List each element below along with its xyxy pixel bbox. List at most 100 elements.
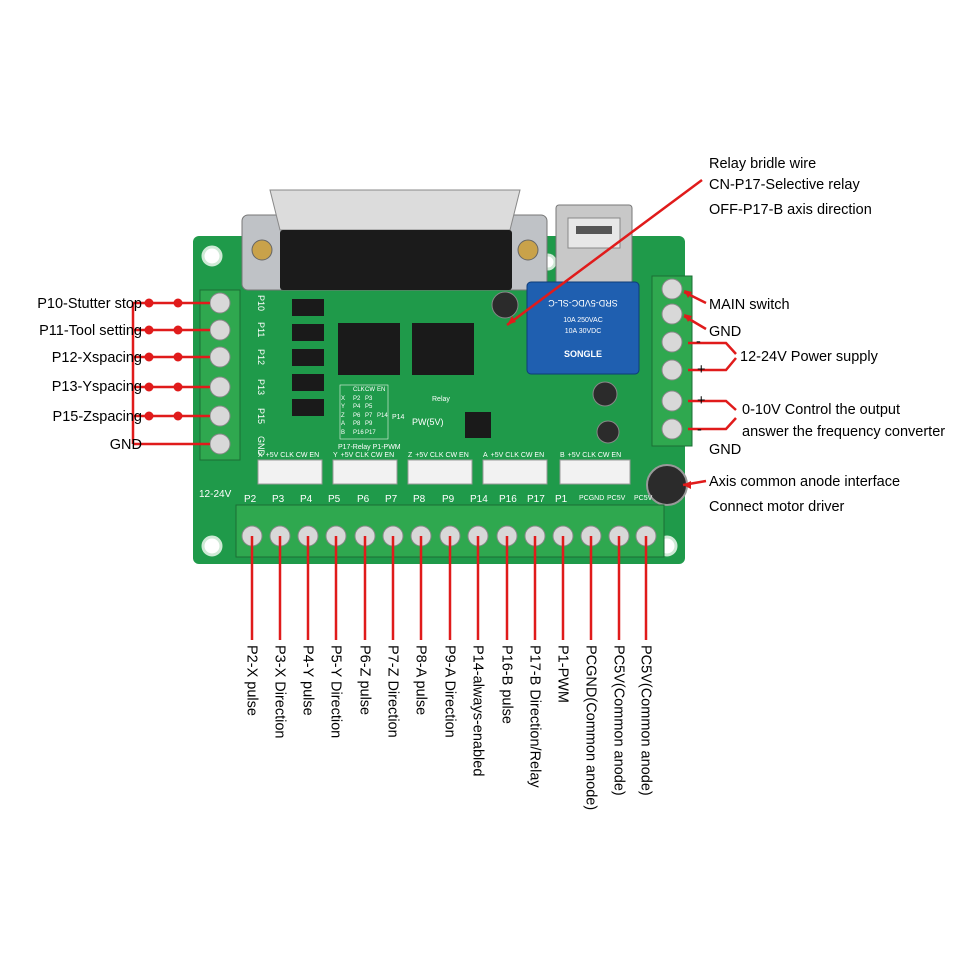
silk-table-cell: P2 xyxy=(353,395,361,402)
label-plus-2: + xyxy=(697,393,706,409)
jst-headers xyxy=(257,459,631,485)
wire-dot xyxy=(144,382,154,392)
silk-table-cell: P5 xyxy=(365,404,373,410)
label-minus-2: - xyxy=(697,422,702,438)
bottom-label-2: P4-Y pulse xyxy=(299,645,316,716)
silk-header-sub: +5V CLK CW EN xyxy=(490,452,545,459)
wire-dot xyxy=(173,325,183,335)
silk-header-axis: Y xyxy=(333,452,338,459)
silk-bottom-pin: P8 xyxy=(413,494,426,505)
silk-table-cell: P9 xyxy=(365,421,373,427)
silk-table-cell: CW xyxy=(365,387,375,393)
label-power-supply: 12-24V Power supply xyxy=(740,349,878,365)
silk-bottom-pin: P6 xyxy=(357,494,370,505)
silk-bottom-pin: P7 xyxy=(385,494,398,505)
silk-table-cell: A xyxy=(341,421,346,427)
silk-table-cell: P8 xyxy=(353,421,361,427)
relay: SRD-5VDC-SL-C 10A 250VAC 10A 30VDC SONGL… xyxy=(526,281,640,375)
bottom-label-10: P17-B Direction/Relay xyxy=(526,645,543,788)
silk-bottom-pin: P14 xyxy=(470,494,488,505)
silk-header-sub: +5V CLK CW EN xyxy=(415,452,469,459)
bottom-label-7: P9-A Direction xyxy=(441,645,458,738)
silk-relay: Relay xyxy=(432,396,450,403)
bottom-label-11: P1-PWM xyxy=(554,645,571,703)
label-axis-1: Axis common anode interface xyxy=(709,474,901,490)
left-dots xyxy=(144,298,183,421)
silk-table-cell: X xyxy=(341,395,346,402)
silk-header-axis: A xyxy=(483,452,488,459)
silk-table-cell: P6 xyxy=(353,412,361,419)
wire-dot xyxy=(173,298,183,308)
silk-header-sub: +5V CLK CW EN xyxy=(567,452,622,459)
label-p11: P11-Tool setting xyxy=(39,323,142,339)
silk-table-cell: CLK xyxy=(353,387,365,393)
silk-header-axis: X xyxy=(258,452,263,459)
label-p12: P12-Xspacing xyxy=(51,350,142,366)
silk-left-pin: P11 xyxy=(256,322,266,338)
silk-table-cell: P16 xyxy=(353,429,364,436)
silk-bottom-pin: P1 xyxy=(555,494,568,505)
bottom-label-6: P8-A pulse xyxy=(412,645,429,716)
capacitors xyxy=(491,291,688,506)
wire-dot xyxy=(144,352,154,362)
label-gnd-2: GND xyxy=(709,442,742,458)
silk-bottom-pin: P3 xyxy=(272,494,285,505)
silk-p14: P14 xyxy=(392,414,405,421)
mount-hole xyxy=(201,245,223,267)
label-p10: P10-Stutter stop xyxy=(37,296,142,312)
silk-table-cell: P14 xyxy=(377,412,388,419)
bottom-label-5: P7-Z Direction xyxy=(384,645,401,738)
silk-header-axis: B xyxy=(560,452,565,459)
bottom-label-12: PCGND(Common anode) xyxy=(582,645,599,811)
silk-bottom-pin: P4 xyxy=(300,494,313,505)
silk-left-pin: P15 xyxy=(256,408,266,425)
label-p13: P13-Yspacing xyxy=(51,379,142,395)
silk-table-cell: Z xyxy=(341,412,345,419)
wire-dot xyxy=(173,382,183,392)
silk-left-pin: P10 xyxy=(256,295,266,312)
label-relay-2: CN-P17-Selective relay xyxy=(709,177,860,193)
silk-relay-pwm: P17-Relay P1-PWM xyxy=(338,444,401,451)
label-relay-1: Relay bridle wire xyxy=(709,156,817,172)
label-control-1: 0-10V Control the output xyxy=(742,402,900,418)
label-axis-2: Connect motor driver xyxy=(709,499,845,515)
arrow-heads xyxy=(507,290,692,489)
silk-table-cell: B xyxy=(341,429,346,436)
silk-header-1: Y+5V CLK CW EN xyxy=(333,452,394,459)
label-gnd-left: GND xyxy=(109,437,142,453)
silk-table-cell: Y xyxy=(341,404,346,410)
mount-hole xyxy=(201,535,223,557)
bottom-label-14: PC5V(Common anode) xyxy=(637,645,654,796)
ic-chips xyxy=(338,323,491,438)
silk-bottom-pin: P16 xyxy=(499,494,517,505)
usb-connector xyxy=(555,204,633,291)
silk-header-0: X+5V CLK CW EN xyxy=(258,452,319,459)
silk-header-2: Z+5V CLK CW EN xyxy=(408,452,469,459)
silk-table-cell: P7 xyxy=(365,412,373,419)
wire-dot xyxy=(144,411,154,421)
wire-dot xyxy=(144,325,154,335)
silk-bottom-pin: P17 xyxy=(527,494,545,505)
bottom-label-3: P5-Y Direction xyxy=(327,645,344,739)
label-plus-1: + xyxy=(697,362,706,378)
bottom-label-4: P6-Z pulse xyxy=(356,645,373,716)
silk-table-cell: P4 xyxy=(353,404,361,410)
silk-header-3: A+5V CLK CW EN xyxy=(483,452,544,459)
wire-dot xyxy=(173,411,183,421)
silk-header-axis: Z xyxy=(408,452,413,459)
label-relay-3: OFF-P17-B axis direction xyxy=(709,202,872,218)
optocouplers xyxy=(292,299,324,416)
silk-left-pin: P13 xyxy=(256,379,266,396)
svg-text:10A 30VDC: 10A 30VDC xyxy=(565,328,602,335)
silk-bottom-pin: P2 xyxy=(244,494,257,505)
silk-bottom-pin: PC5V xyxy=(634,495,653,502)
silk-pwm: PW(5V) xyxy=(412,417,444,427)
wire-dot xyxy=(173,352,183,362)
label-p15: P15-Zspacing xyxy=(52,409,142,425)
bottom-label-8: P14-always-enabled xyxy=(469,645,486,777)
silk-bottom-pin: PCGND xyxy=(579,495,605,502)
bottom-label-0: P2-X pulse xyxy=(243,645,260,716)
wire-dot xyxy=(144,298,154,308)
bottom-label-9: P16-B pulse xyxy=(498,645,515,724)
